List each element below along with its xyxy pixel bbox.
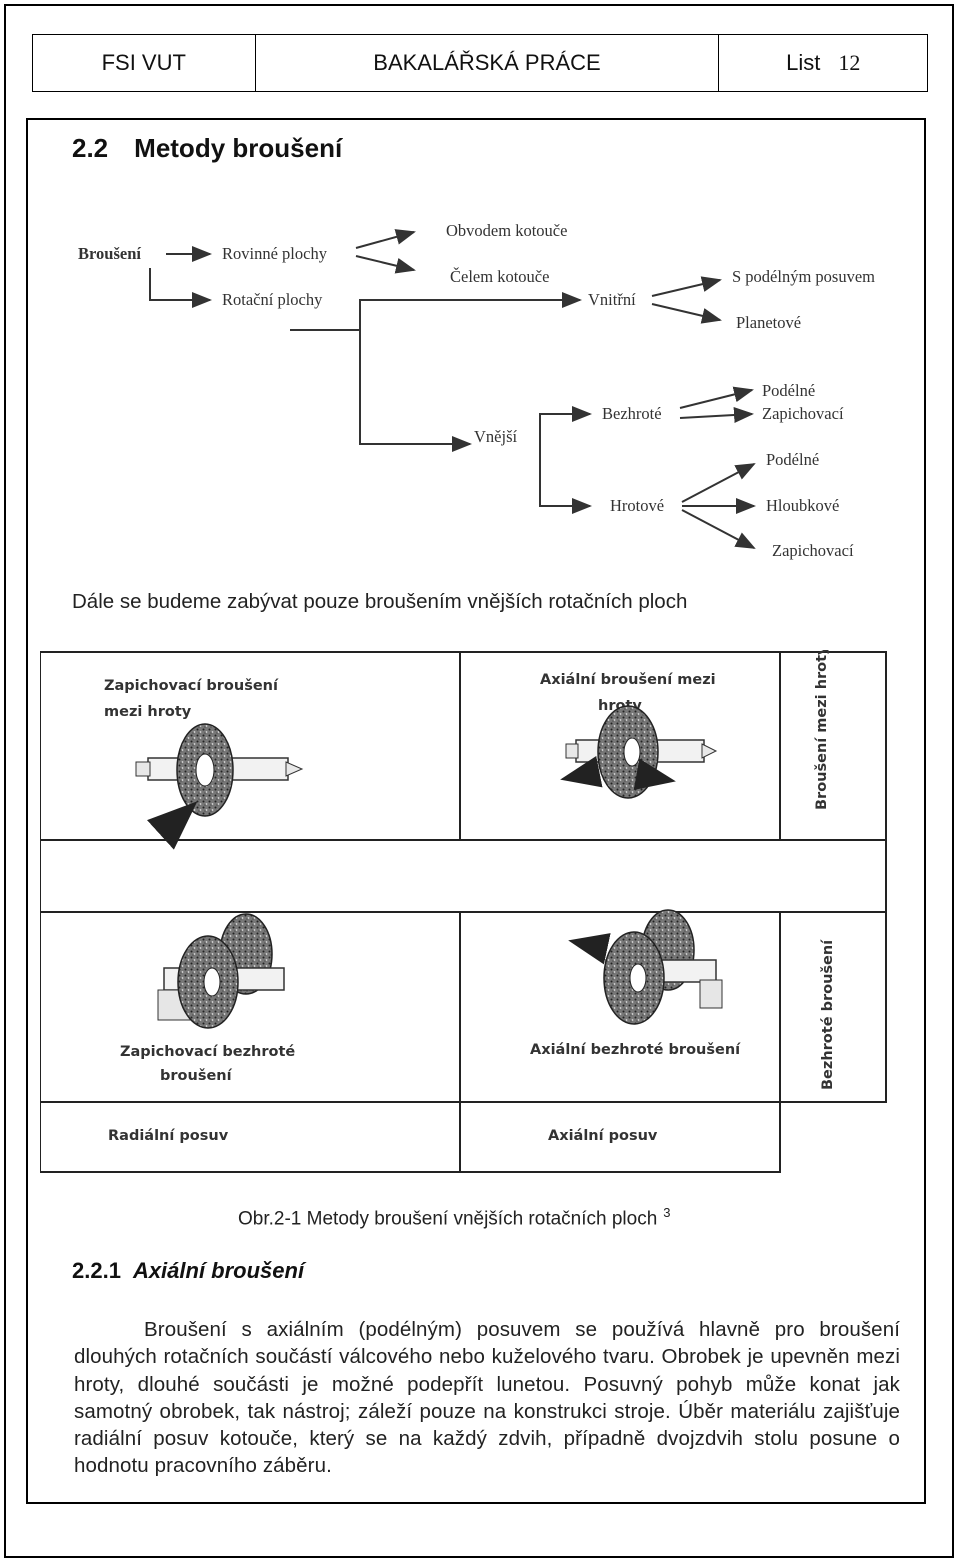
- arrow-planetove: [651, 303, 722, 324]
- tree-hrotove: Hrotové: [610, 496, 664, 515]
- section-number: 2.2: [72, 133, 109, 163]
- footer-axial: [459, 1101, 781, 1173]
- label-side1: Broušení mezi hroty: [814, 650, 830, 810]
- tree-bez-zapichovaci: Zapichovací: [762, 404, 844, 423]
- tree-celem: Čelem kotouče: [450, 267, 549, 286]
- content-frame: [26, 118, 926, 1504]
- label-cell2-line1: Axiální broušení mezi: [540, 672, 716, 688]
- figure-caption: Obr.2-1 Metody broušení vnějších rotační…: [238, 1205, 671, 1230]
- tree-hrot-podelne: Podélné: [766, 450, 819, 469]
- label-cell4: Axiální bezhroté broušení: [530, 1042, 741, 1058]
- tree-rovinne: Rovinné plochy: [222, 244, 328, 263]
- body-paragraph: Broušení s axiálním (podélným) posuvem s…: [74, 1318, 900, 1478]
- tree-obvodem: Obvodem kotouče: [446, 221, 567, 240]
- spacer-band: [40, 839, 887, 913]
- page-border: [4, 4, 954, 1558]
- plunge-centerless-illustration: [157, 913, 285, 1029]
- arrow-obvodem: [355, 229, 416, 249]
- section-heading: 2.2 Metody broušení: [72, 133, 368, 164]
- grinding-methods-figure: Zapichovací broušení mezi hroty Axiální …: [40, 650, 887, 1173]
- header-document-type: BAKALÁŘSKÁ PRÁCE: [256, 35, 720, 91]
- label-side2: Bezhroté broušení: [820, 939, 836, 1090]
- intro-text: Dále se budeme zabývat pouze broušením v…: [72, 590, 688, 613]
- label-cell3-line2: broušení: [160, 1068, 233, 1084]
- subsection-heading: 2.2.1 Axiální broušení: [72, 1258, 304, 1284]
- header-page-label: List: [786, 50, 821, 75]
- footer-radial: [40, 1101, 461, 1173]
- label-cell3-line1: Zapichovací bezhroté: [120, 1044, 295, 1060]
- arrow-bez-podelne: [679, 386, 754, 409]
- arrow-hrotove: [539, 444, 592, 514]
- arrow-celem: [355, 255, 416, 274]
- label-cell1-line1: Zapichovací broušení: [104, 678, 279, 694]
- section-title: Metody broušení: [134, 133, 343, 163]
- tree-planetove: Planetové: [736, 313, 801, 332]
- tree-hrot-hloubkove: Hloubkové: [766, 496, 839, 515]
- header-page-number: 12: [838, 50, 861, 75]
- caption-text: Obr.2-1 Metody broušení vnějších rotační…: [238, 1208, 658, 1230]
- tree-vnejsi: Vnější: [474, 427, 517, 446]
- side-cell-centerless: [779, 911, 887, 1103]
- subsection-title: Axiální broušení: [132, 1258, 305, 1283]
- tree-s-podelnym: S podélným posuvem: [732, 267, 875, 286]
- arrow-hrot-zapichovaci: [681, 509, 756, 549]
- arrow-root-rotacni: [149, 268, 212, 308]
- tree-rotacni: Rotační plochy: [222, 290, 323, 309]
- tree-hrot-zapichovaci: Zapichovací: [772, 541, 854, 560]
- arrow-hrot-podelne: [681, 463, 756, 503]
- arrow-s-podelnym: [651, 276, 722, 297]
- footer-left-label: Radiální posuv: [108, 1128, 229, 1144]
- header-page: List 12: [719, 35, 927, 91]
- footer-right-label: Axiální posuv: [548, 1128, 658, 1144]
- axial-centerless-illustration: [568, 909, 723, 1025]
- arrow-bez-zapichovaci: [679, 407, 754, 423]
- tree-vnitrni: Vnitřní: [588, 290, 636, 309]
- tree-bez-podelne: Podélné: [762, 381, 815, 400]
- tree-bezhrote: Bezhroté: [602, 404, 662, 423]
- caption-reference: 3: [663, 1205, 671, 1220]
- side-cell-between-centers: [779, 651, 887, 841]
- grinding-methods-tree: Broušení Rovinné plochy Rotační plochy O…: [78, 221, 875, 560]
- subsection-number: 2.2.1: [72, 1258, 121, 1283]
- page-header: FSI VUT BAKALÁŘSKÁ PRÁCE List 12: [32, 34, 928, 92]
- header-institution: FSI VUT: [33, 35, 256, 91]
- arrow-vnejsi: [290, 329, 472, 452]
- tree-root: Broušení: [78, 244, 141, 263]
- label-cell1-line2: mezi hroty: [104, 704, 192, 720]
- axial-grinding-illustration: [560, 705, 718, 799]
- plunge-grinding-illustration: [135, 723, 304, 850]
- arrow-vnitrni: [359, 292, 582, 330]
- arrow-bezhrote: [539, 406, 592, 444]
